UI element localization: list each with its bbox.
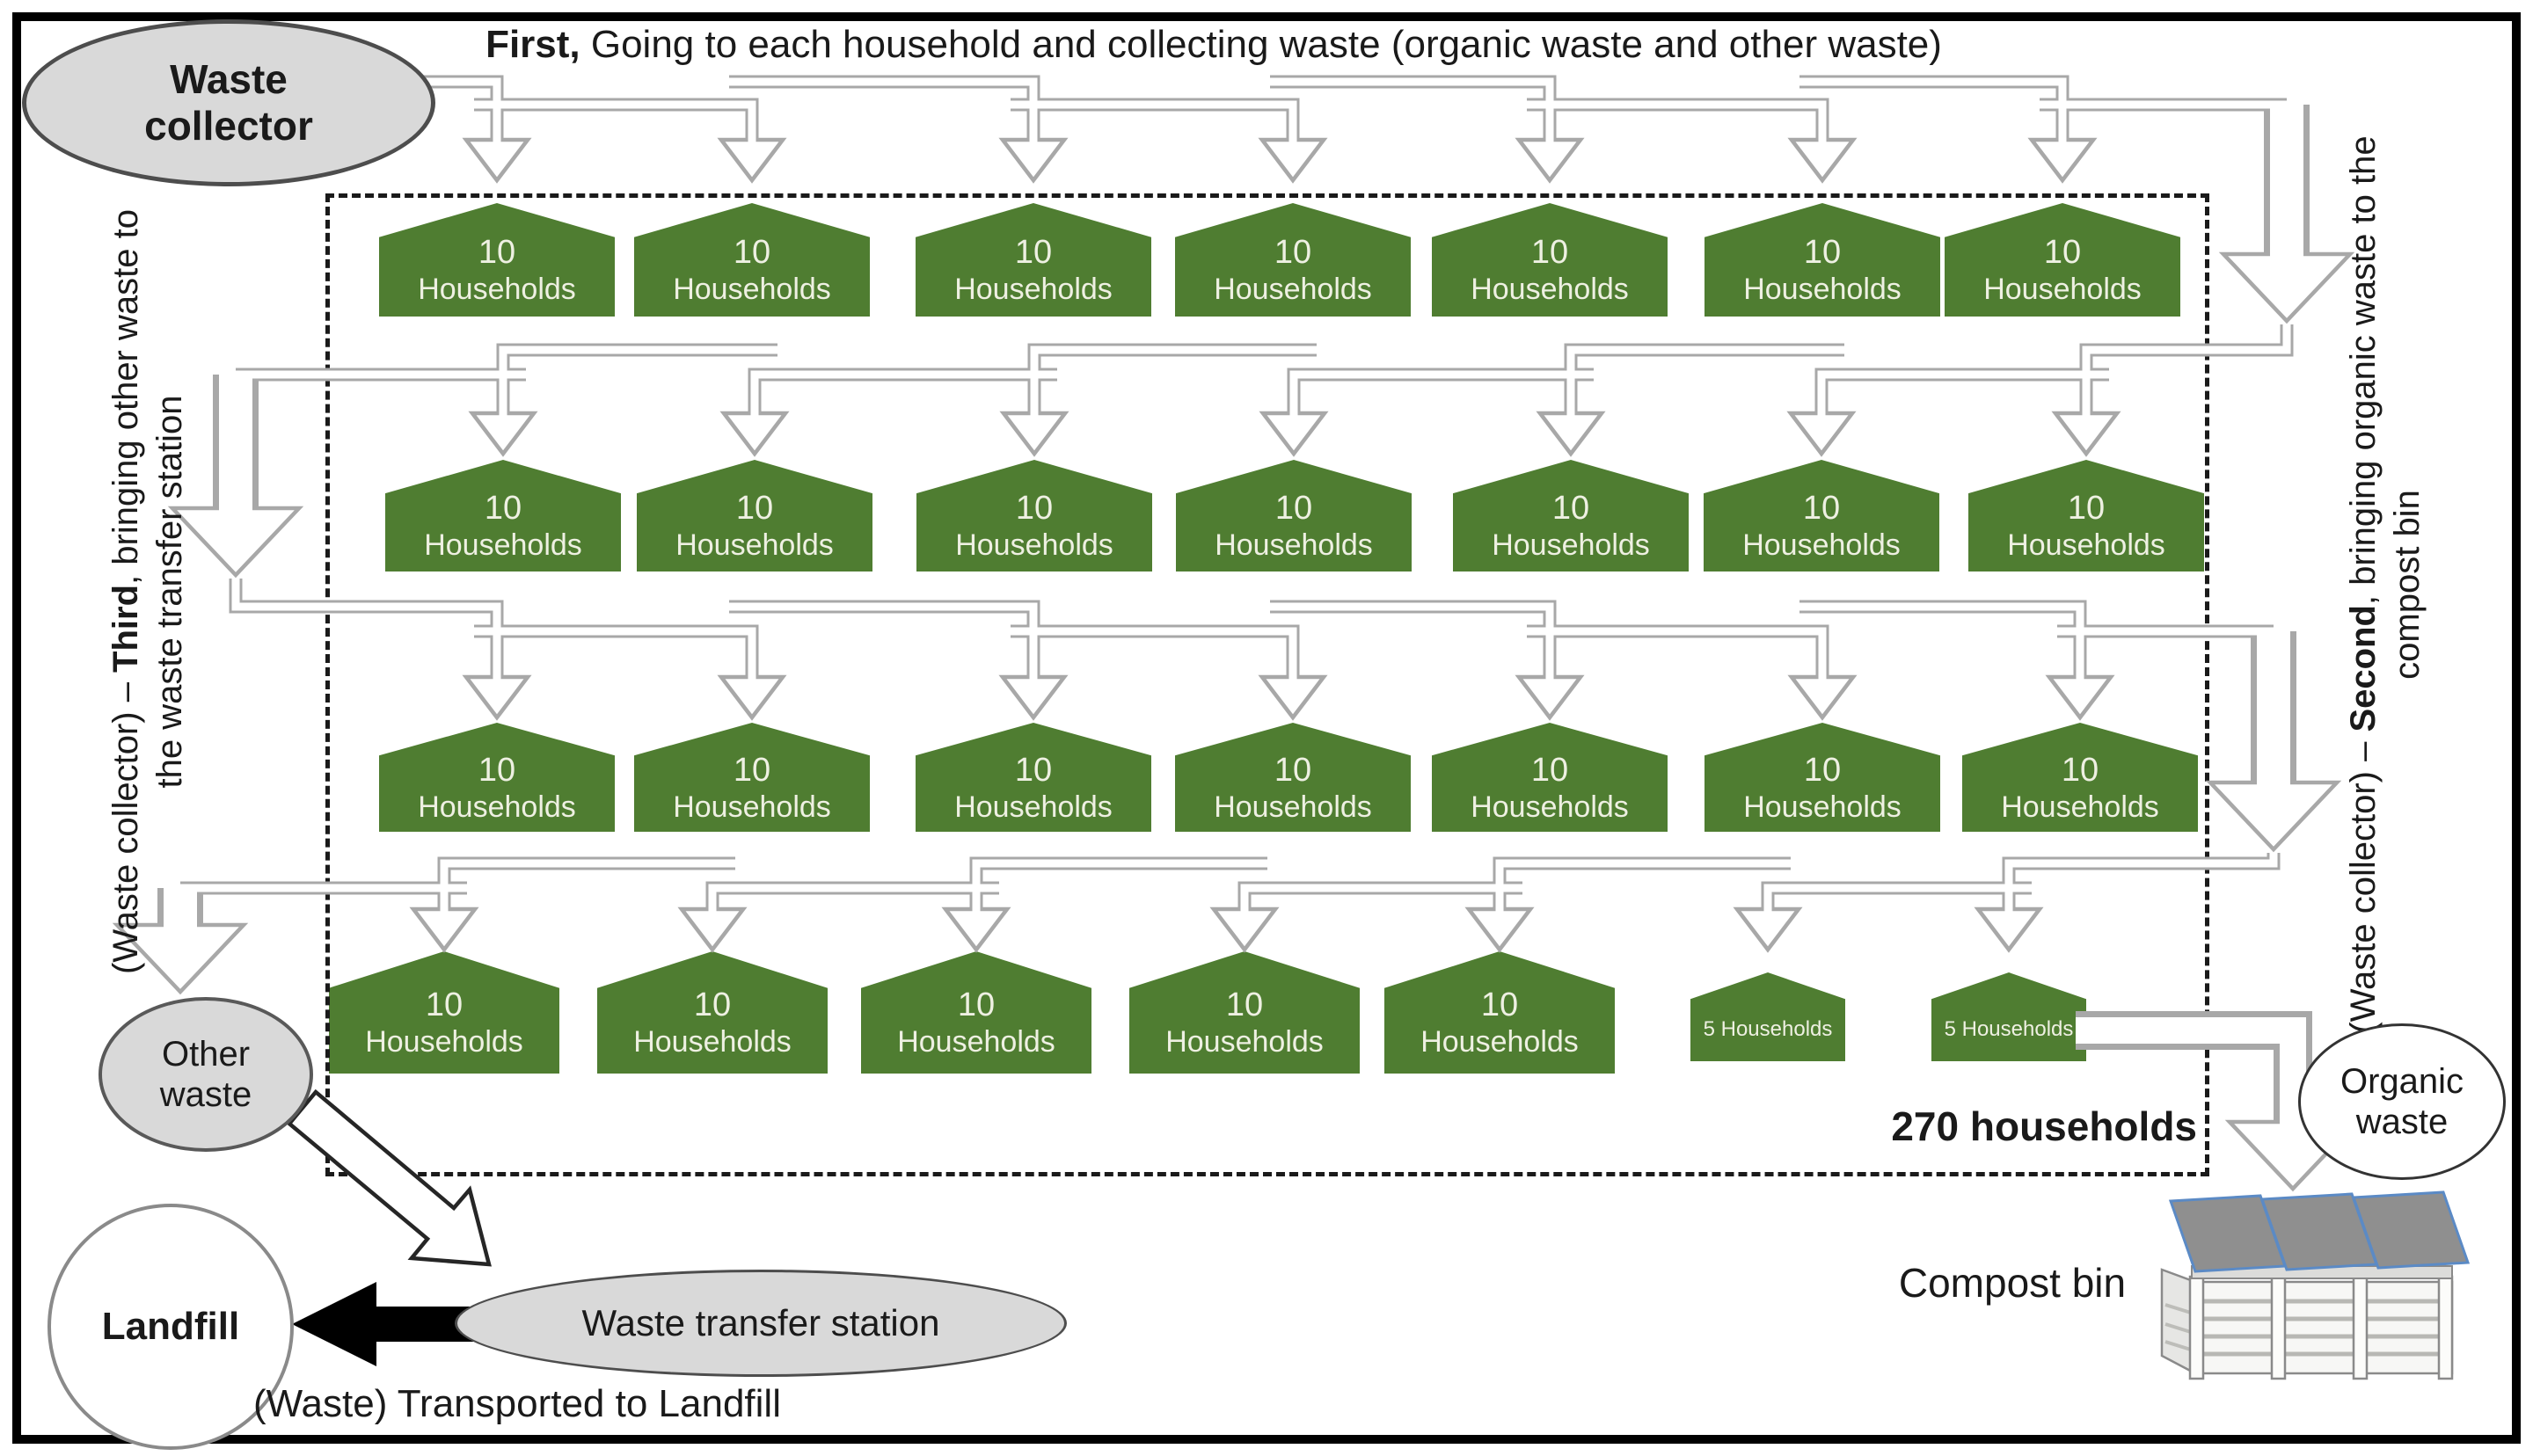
compost-bin-lids — [2168, 1190, 2471, 1273]
waste-collector-line1: Waste — [170, 56, 288, 103]
note-third-line2: the waste transfer station — [150, 395, 189, 789]
note-third-line1: (Waste collector) – Third, bringing othe… — [106, 209, 145, 974]
waste-collector-node: Waste collector — [22, 19, 435, 186]
waste-collector-line2: collector — [144, 103, 313, 149]
households-boundary-box — [325, 193, 2209, 1176]
note-second-route: (Waste collector) – Second, bringing org… — [2341, 79, 2429, 1090]
transport-caption: (Waste) Transported to Landfill — [253, 1382, 781, 1425]
landfill-arrow — [292, 1282, 475, 1366]
other-waste-node: Other waste — [99, 997, 313, 1152]
transfer-station-node: Waste transfer station — [455, 1270, 1067, 1377]
note-third-route: (Waste collector) – Third, bringing othe… — [104, 187, 192, 996]
note-second-line1: (Waste collector) – Second, bringing org… — [2344, 135, 2383, 1034]
note-second-line2: compost bin — [2388, 490, 2427, 680]
landfill-node: Landfill — [47, 1204, 294, 1450]
page-title: First, Going to each household and colle… — [440, 23, 1988, 67]
organic-waste-node: Organic waste — [2298, 1023, 2506, 1180]
other-waste-transfer-arrow — [286, 1088, 492, 1267]
title-lead: First, — [485, 23, 580, 66]
compost-bin-body — [2160, 1265, 2454, 1380]
compost-bin-label: Compost bin — [1898, 1260, 2127, 1306]
title-rest: Going to each household and collecting w… — [580, 23, 1942, 66]
compost-bin-illustration — [2160, 1190, 2471, 1380]
total-households-label: 270 households — [1891, 1103, 2197, 1149]
